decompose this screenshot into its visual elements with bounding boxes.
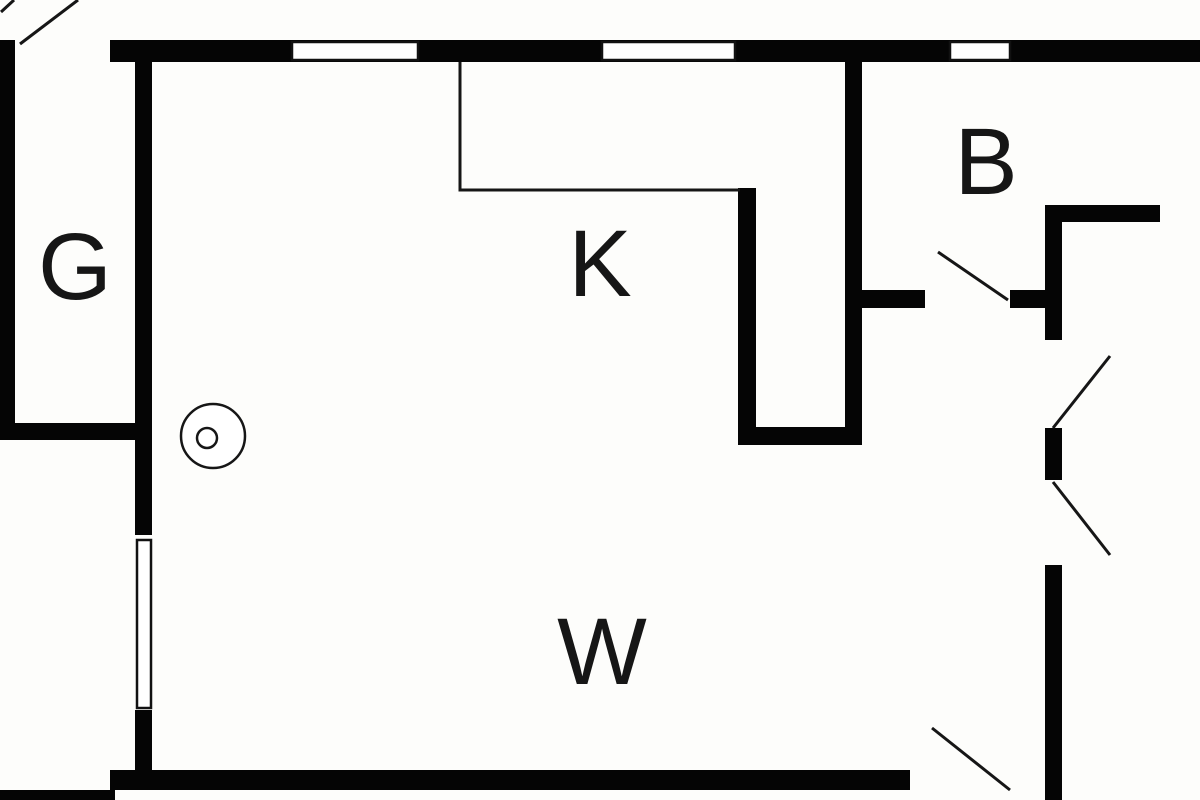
wall-w-left-upper xyxy=(135,440,152,535)
wall-g-right xyxy=(135,62,152,440)
partitions xyxy=(458,62,740,192)
top-window-1 xyxy=(290,40,420,62)
wall-right-hall-seg-1 xyxy=(1045,222,1062,340)
entry-top-left-swing-icon xyxy=(19,0,79,46)
top-window-2 xyxy=(600,40,737,62)
room-labels: G K B W xyxy=(38,109,1018,705)
wall-right-hall-seg-3 xyxy=(1045,565,1062,800)
door-swings xyxy=(0,0,1112,792)
left-window xyxy=(135,538,153,710)
circle-fixture-icon xyxy=(179,402,247,470)
wall-kitchen-bottom xyxy=(738,427,862,445)
kitchen-partition-line xyxy=(458,62,740,192)
wall-g-bottom xyxy=(0,423,152,440)
wall-bottom-left-strip xyxy=(0,790,115,800)
wall-kitchen-vertical xyxy=(738,188,756,445)
bottom-right-door-swing-icon xyxy=(931,726,1011,792)
room-label-w: W xyxy=(557,599,647,705)
room-label-k: K xyxy=(568,211,631,317)
right-hall-lower-door-swing-icon xyxy=(1051,481,1112,556)
wall-right-hall-top xyxy=(1045,205,1160,222)
circle-fixture-inner xyxy=(195,426,219,450)
wall-k-b-divider xyxy=(845,62,862,445)
entry-top-left-corner-tick-icon xyxy=(0,0,16,14)
windows xyxy=(135,40,1012,710)
right-hall-upper-door-swing-icon xyxy=(1051,355,1112,429)
room-label-b: B xyxy=(954,109,1017,215)
room-b-door-swing-icon xyxy=(937,250,1009,302)
wall-left-exterior xyxy=(0,40,15,440)
room-label-g: G xyxy=(38,214,112,320)
wall-b-bottom-left xyxy=(862,290,925,308)
wall-right-hall-seg-2 xyxy=(1045,428,1062,480)
wall-bottom xyxy=(110,770,910,790)
top-window-3 xyxy=(948,40,1012,62)
